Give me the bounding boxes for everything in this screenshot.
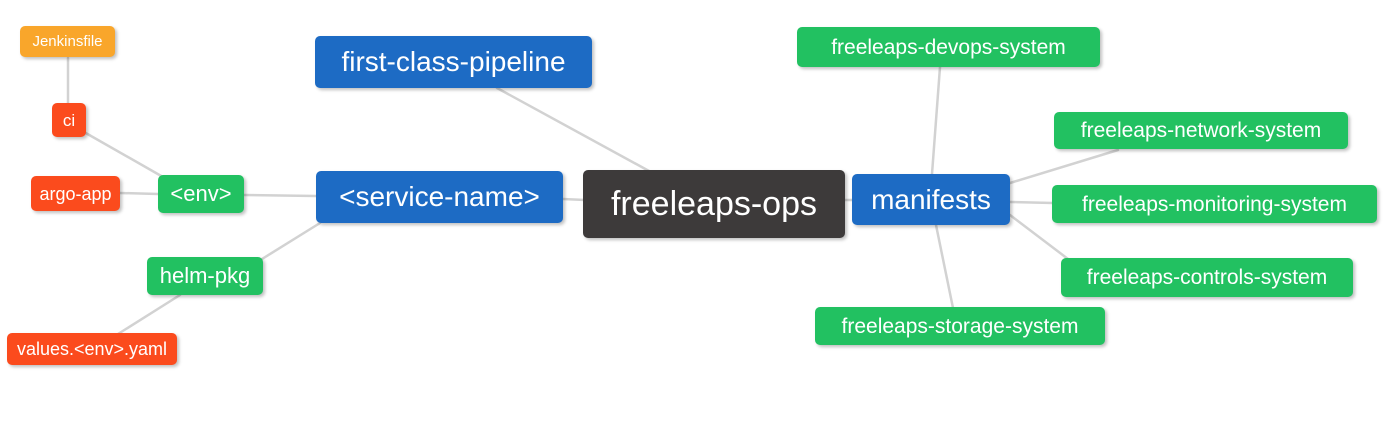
edge-manifests-freeleaps-devops-system <box>930 65 942 176</box>
mindmap-node-values-env-yaml[interactable]: values.<env>.yaml <box>7 333 177 365</box>
mindmap-node-helm-pkg[interactable]: helm-pkg <box>147 257 263 295</box>
mindmap-node-env[interactable]: <env> <box>158 175 244 213</box>
mindmap-node-freeleaps-monitoring-system[interactable]: freeleaps-monitoring-system <box>1052 185 1377 223</box>
edge-env-service-name <box>242 193 318 198</box>
edge-manifests-freeleaps-network-system <box>1008 148 1120 185</box>
edge-manifests-freeleaps-monitoring-system <box>1008 200 1055 205</box>
edge-ci-env <box>82 130 165 179</box>
mindmap-node-jenkinsfile[interactable]: Jenkinsfile <box>20 26 115 57</box>
mindmap-node-freeleaps-controls-system[interactable]: freeleaps-controls-system <box>1061 258 1353 297</box>
mindmap-node-manifests[interactable]: manifests <box>852 174 1010 225</box>
mindmap-node-service-name[interactable]: <service-name> <box>316 171 563 223</box>
edge-helm-pkg-values-env-yaml <box>116 293 182 336</box>
edge-service-name-helm-pkg <box>260 221 322 261</box>
edge-service-name-freeleaps-ops <box>561 197 587 202</box>
mindmap-node-freeleaps-network-system[interactable]: freeleaps-network-system <box>1054 112 1348 149</box>
mindmap-node-freeleaps-storage-system[interactable]: freeleaps-storage-system <box>815 307 1105 345</box>
mindmap-node-argo-app[interactable]: argo-app <box>31 176 120 211</box>
edge-argo-app-env <box>118 191 160 196</box>
mindmap-node-freeleaps-ops[interactable]: freeleaps-ops <box>583 170 845 238</box>
mindmap-node-freeleaps-devops-system[interactable]: freeleaps-devops-system <box>797 27 1100 67</box>
mindmap-node-first-class-pipeline[interactable]: first-class-pipeline <box>315 36 592 88</box>
edge-manifests-freeleaps-storage-system <box>934 223 955 310</box>
edge-first-class-pipeline-freeleaps-ops <box>495 86 651 173</box>
mindmap-node-ci[interactable]: ci <box>52 103 86 137</box>
